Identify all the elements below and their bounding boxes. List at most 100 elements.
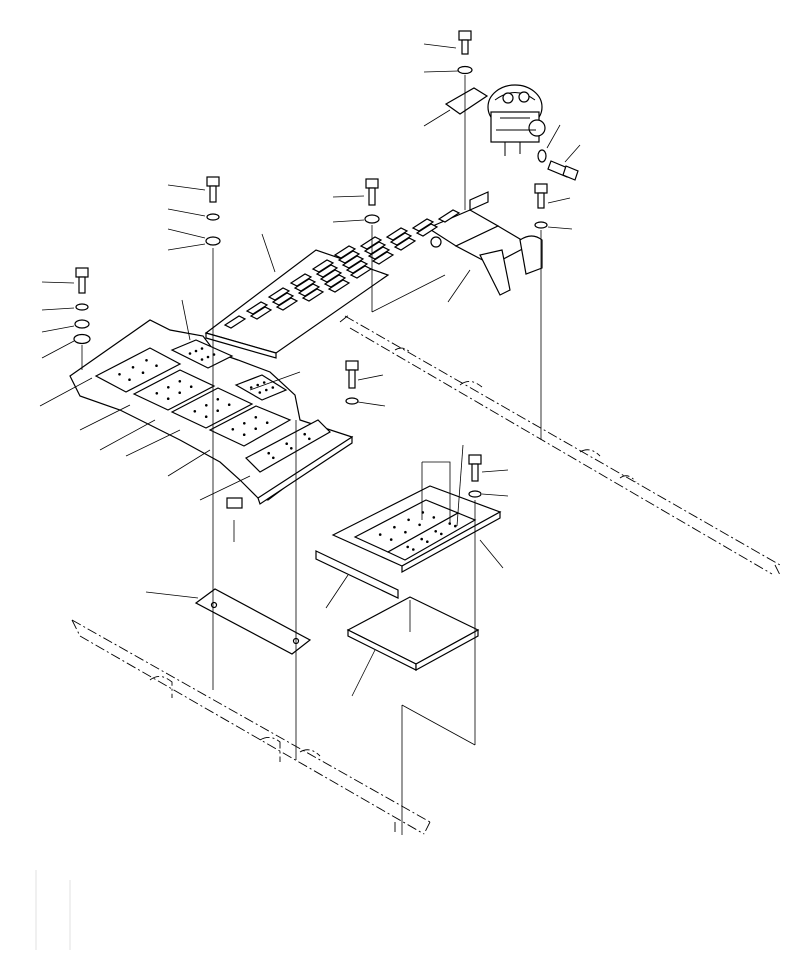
pad-hole xyxy=(166,397,170,401)
pad-hole xyxy=(271,386,275,389)
mat-slot xyxy=(371,251,395,265)
mat-slot xyxy=(389,232,413,246)
floor-plate xyxy=(69,319,354,509)
washer xyxy=(74,319,90,329)
pad-hole xyxy=(258,391,262,394)
washer xyxy=(73,333,91,345)
pad-hole xyxy=(265,421,269,425)
stray-marks xyxy=(35,870,71,950)
floor-pad xyxy=(245,419,331,473)
pad-hole xyxy=(267,451,271,455)
bolt xyxy=(365,178,379,206)
washer xyxy=(468,490,482,498)
pad-hole xyxy=(206,355,210,359)
rubber-pad xyxy=(346,596,480,672)
pad-hole xyxy=(285,442,289,446)
mat-slot xyxy=(415,223,439,237)
mat-slot xyxy=(333,245,357,259)
mat-slot xyxy=(385,227,409,241)
pad-hole xyxy=(412,548,415,551)
washer xyxy=(364,214,380,224)
mat-slot xyxy=(323,274,347,288)
bolt xyxy=(206,176,220,203)
pad-hole xyxy=(128,378,131,382)
bolt xyxy=(547,160,579,181)
mat-slot xyxy=(345,260,369,274)
mat-slot xyxy=(297,283,321,297)
washer xyxy=(534,221,548,229)
floor-pad xyxy=(94,347,182,393)
pad-hole xyxy=(262,381,266,384)
pad-hole xyxy=(155,364,158,368)
bolt xyxy=(468,454,482,482)
pad-hole xyxy=(178,380,182,383)
pad-hole xyxy=(265,388,268,392)
floor-pad xyxy=(132,369,216,411)
pad-hole xyxy=(406,545,410,549)
pad-hole xyxy=(272,456,275,460)
mount-plate xyxy=(444,87,489,115)
frame-rail-left xyxy=(71,619,431,835)
cover-plate xyxy=(194,588,312,655)
mat-slot xyxy=(349,265,373,279)
bolt xyxy=(534,183,548,209)
floor-pad xyxy=(234,374,288,401)
mat-slot xyxy=(411,218,435,232)
mat-slot xyxy=(293,278,317,292)
pad-hole xyxy=(200,347,204,350)
pad-hole xyxy=(426,540,429,543)
washer xyxy=(205,236,221,246)
mat-slot xyxy=(437,209,461,223)
bracket xyxy=(426,191,543,296)
mat-slot xyxy=(245,301,269,315)
pad-hole xyxy=(256,383,260,387)
pad-hole xyxy=(216,398,220,401)
pad-hole xyxy=(189,385,193,389)
washer xyxy=(206,213,220,221)
washer xyxy=(345,397,359,405)
pad-hole xyxy=(418,523,421,527)
pad-hole xyxy=(303,432,307,436)
leader-lines xyxy=(39,43,581,697)
mat-slot xyxy=(337,250,361,264)
pad-hole xyxy=(440,532,443,536)
pad-hole xyxy=(205,404,208,407)
pad-hole xyxy=(407,518,410,522)
mat-slot xyxy=(249,306,273,320)
pad-hole xyxy=(308,437,311,441)
mat-slot xyxy=(275,297,299,311)
valve-assembly xyxy=(426,30,579,296)
pad-hole xyxy=(216,409,219,413)
mat-slot xyxy=(367,246,391,260)
pad-hole xyxy=(193,410,197,413)
pad-hole xyxy=(454,524,457,528)
mat-plate xyxy=(204,209,461,359)
pad-hole xyxy=(389,538,393,541)
pad-hole xyxy=(118,373,121,376)
washer xyxy=(75,303,89,311)
pad-hole xyxy=(155,392,159,395)
mat-slot xyxy=(319,269,343,283)
mat-slot xyxy=(223,315,247,329)
pad-hole xyxy=(167,386,170,389)
pad-hole xyxy=(178,391,181,395)
edge-trim xyxy=(315,550,399,599)
mat-slot xyxy=(311,259,335,273)
pad-hole xyxy=(194,349,198,353)
bolt xyxy=(345,360,359,389)
alignment-lines xyxy=(81,75,542,835)
mat-slot xyxy=(359,236,383,250)
pad-hole xyxy=(432,516,436,519)
pad-hole xyxy=(420,537,424,541)
pad-hole xyxy=(145,359,148,362)
mat-slot xyxy=(393,237,417,251)
floor-pad xyxy=(170,387,254,429)
pad-hole xyxy=(393,525,396,529)
pad-hole xyxy=(200,358,204,361)
pad-hole xyxy=(131,366,135,369)
pad-hole xyxy=(254,427,257,431)
pad-hole xyxy=(404,530,407,534)
pad-hole xyxy=(242,433,246,437)
